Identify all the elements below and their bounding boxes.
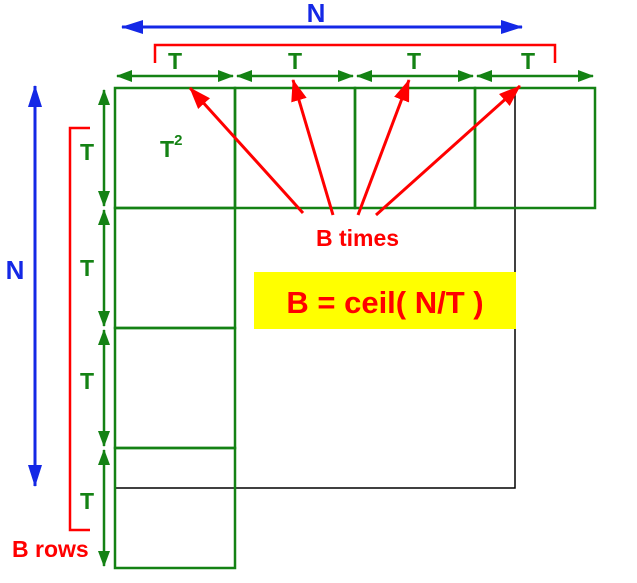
b-times-arrow-1	[188, 86, 305, 215]
top-t-label-2: T	[288, 48, 302, 74]
top-tile-row	[113, 86, 597, 210]
top-tile-4	[473, 86, 597, 210]
left-tile-column	[113, 206, 237, 570]
left-t-label-2: T	[80, 255, 94, 281]
tile-area-label: T2	[160, 132, 182, 162]
b-times-arrows	[188, 79, 522, 217]
n-left-label: N	[6, 255, 25, 285]
top-t-label-4: T	[521, 48, 535, 74]
left-t-label-4: T	[80, 488, 94, 514]
b-rows-label: B rows	[12, 536, 89, 562]
left-tile-4	[113, 446, 237, 570]
left-tile-3	[113, 326, 237, 450]
top-t-label-3: T	[407, 48, 421, 74]
b-times-arrow-3	[356, 79, 411, 216]
top-tile-3	[353, 86, 477, 210]
top-t-label-1: T	[168, 48, 182, 74]
top-tile-2	[233, 86, 357, 210]
left-t-label-1: T	[80, 139, 94, 165]
tile-area-exponent: 2	[174, 132, 182, 149]
left-t-label-3: T	[80, 368, 94, 394]
b-times-label: B times	[316, 225, 399, 251]
b-rows-bracket	[68, 126, 90, 532]
formula-highlight	[254, 272, 516, 329]
n-top-label: N	[307, 0, 326, 28]
tile-area-base: T	[160, 136, 174, 162]
formula-text: B = ceil( N/T )	[286, 285, 483, 320]
b-times-bracket	[153, 43, 557, 63]
b-times-arrow-2	[291, 79, 335, 216]
left-tile-2	[113, 206, 237, 330]
b-times-arrow-4	[374, 84, 522, 217]
